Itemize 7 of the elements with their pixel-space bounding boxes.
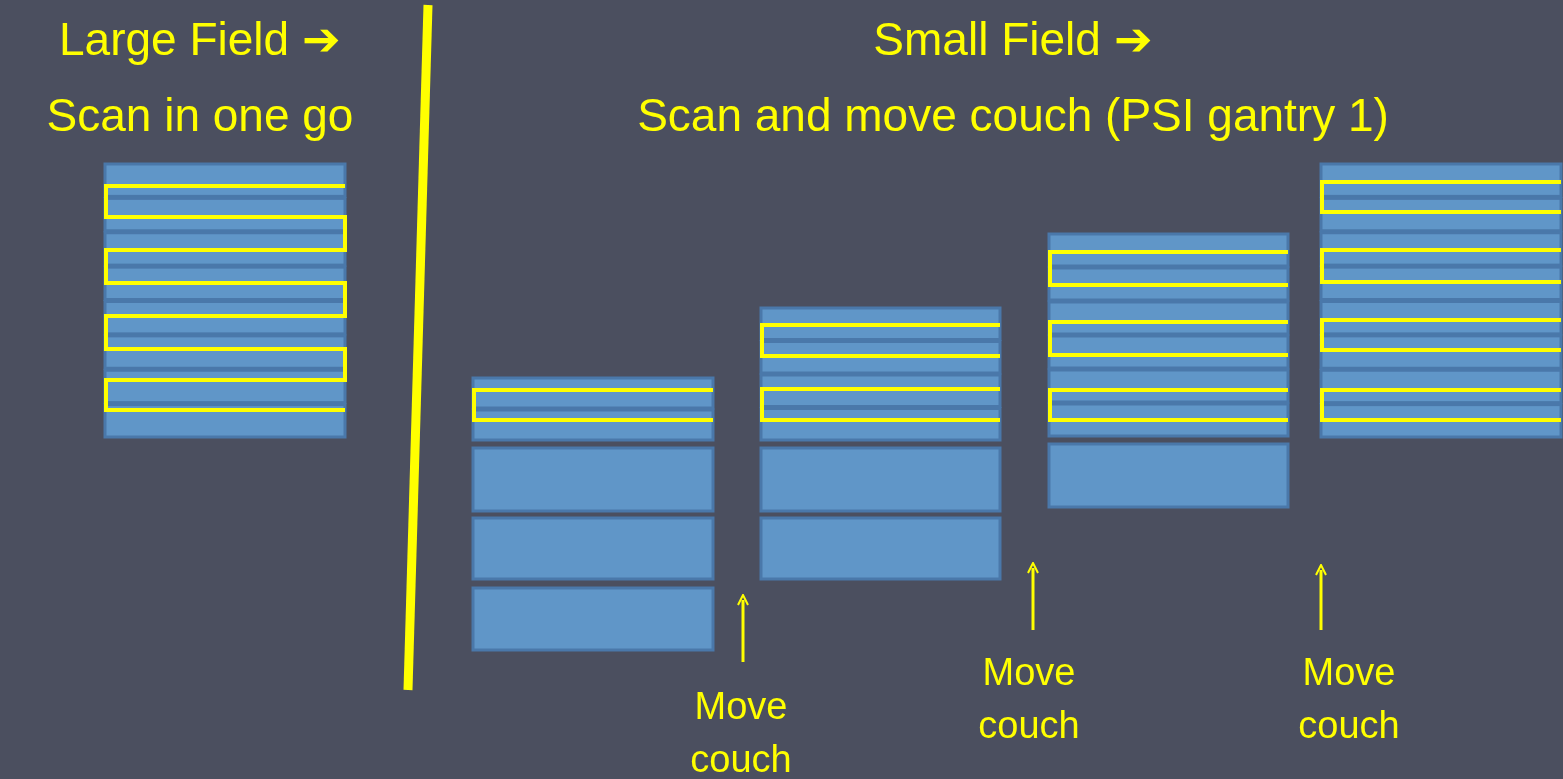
note-text: Move couch [977, 650, 1081, 749]
heading: Small Field ➔ [873, 14, 1153, 65]
heading: Scan and move couch (PSI gantry 1) [637, 90, 1389, 141]
heading: Large Field ➔ [59, 14, 341, 65]
note-text: Move couch [689, 684, 793, 779]
heading: Scan in one go [46, 90, 354, 141]
note-text: Move couch [1297, 650, 1401, 749]
